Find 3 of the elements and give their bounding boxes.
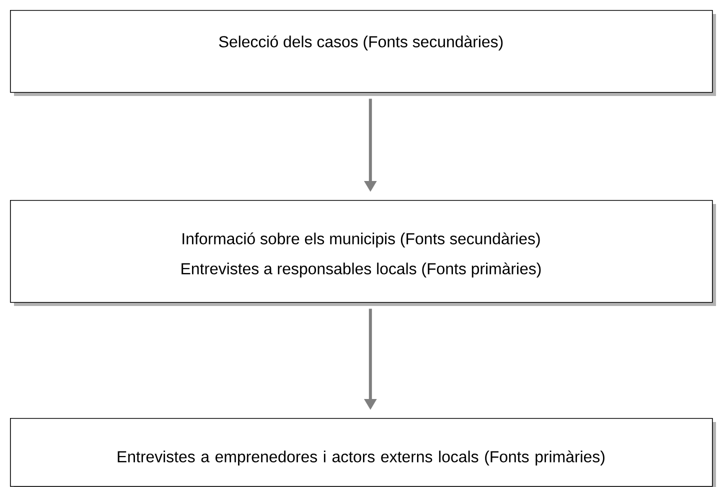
process-box: Selecció dels casos (Fonts secundàries) <box>10 10 716 96</box>
process-box: Informació sobre els municipis (Fonts secundàries) Entrevistes a responsables locals (Fonts primàries) <box>10 200 716 306</box>
process-box: Entrevistes a emprenedores i actors externs locals (Fonts primàries) <box>10 418 716 487</box>
